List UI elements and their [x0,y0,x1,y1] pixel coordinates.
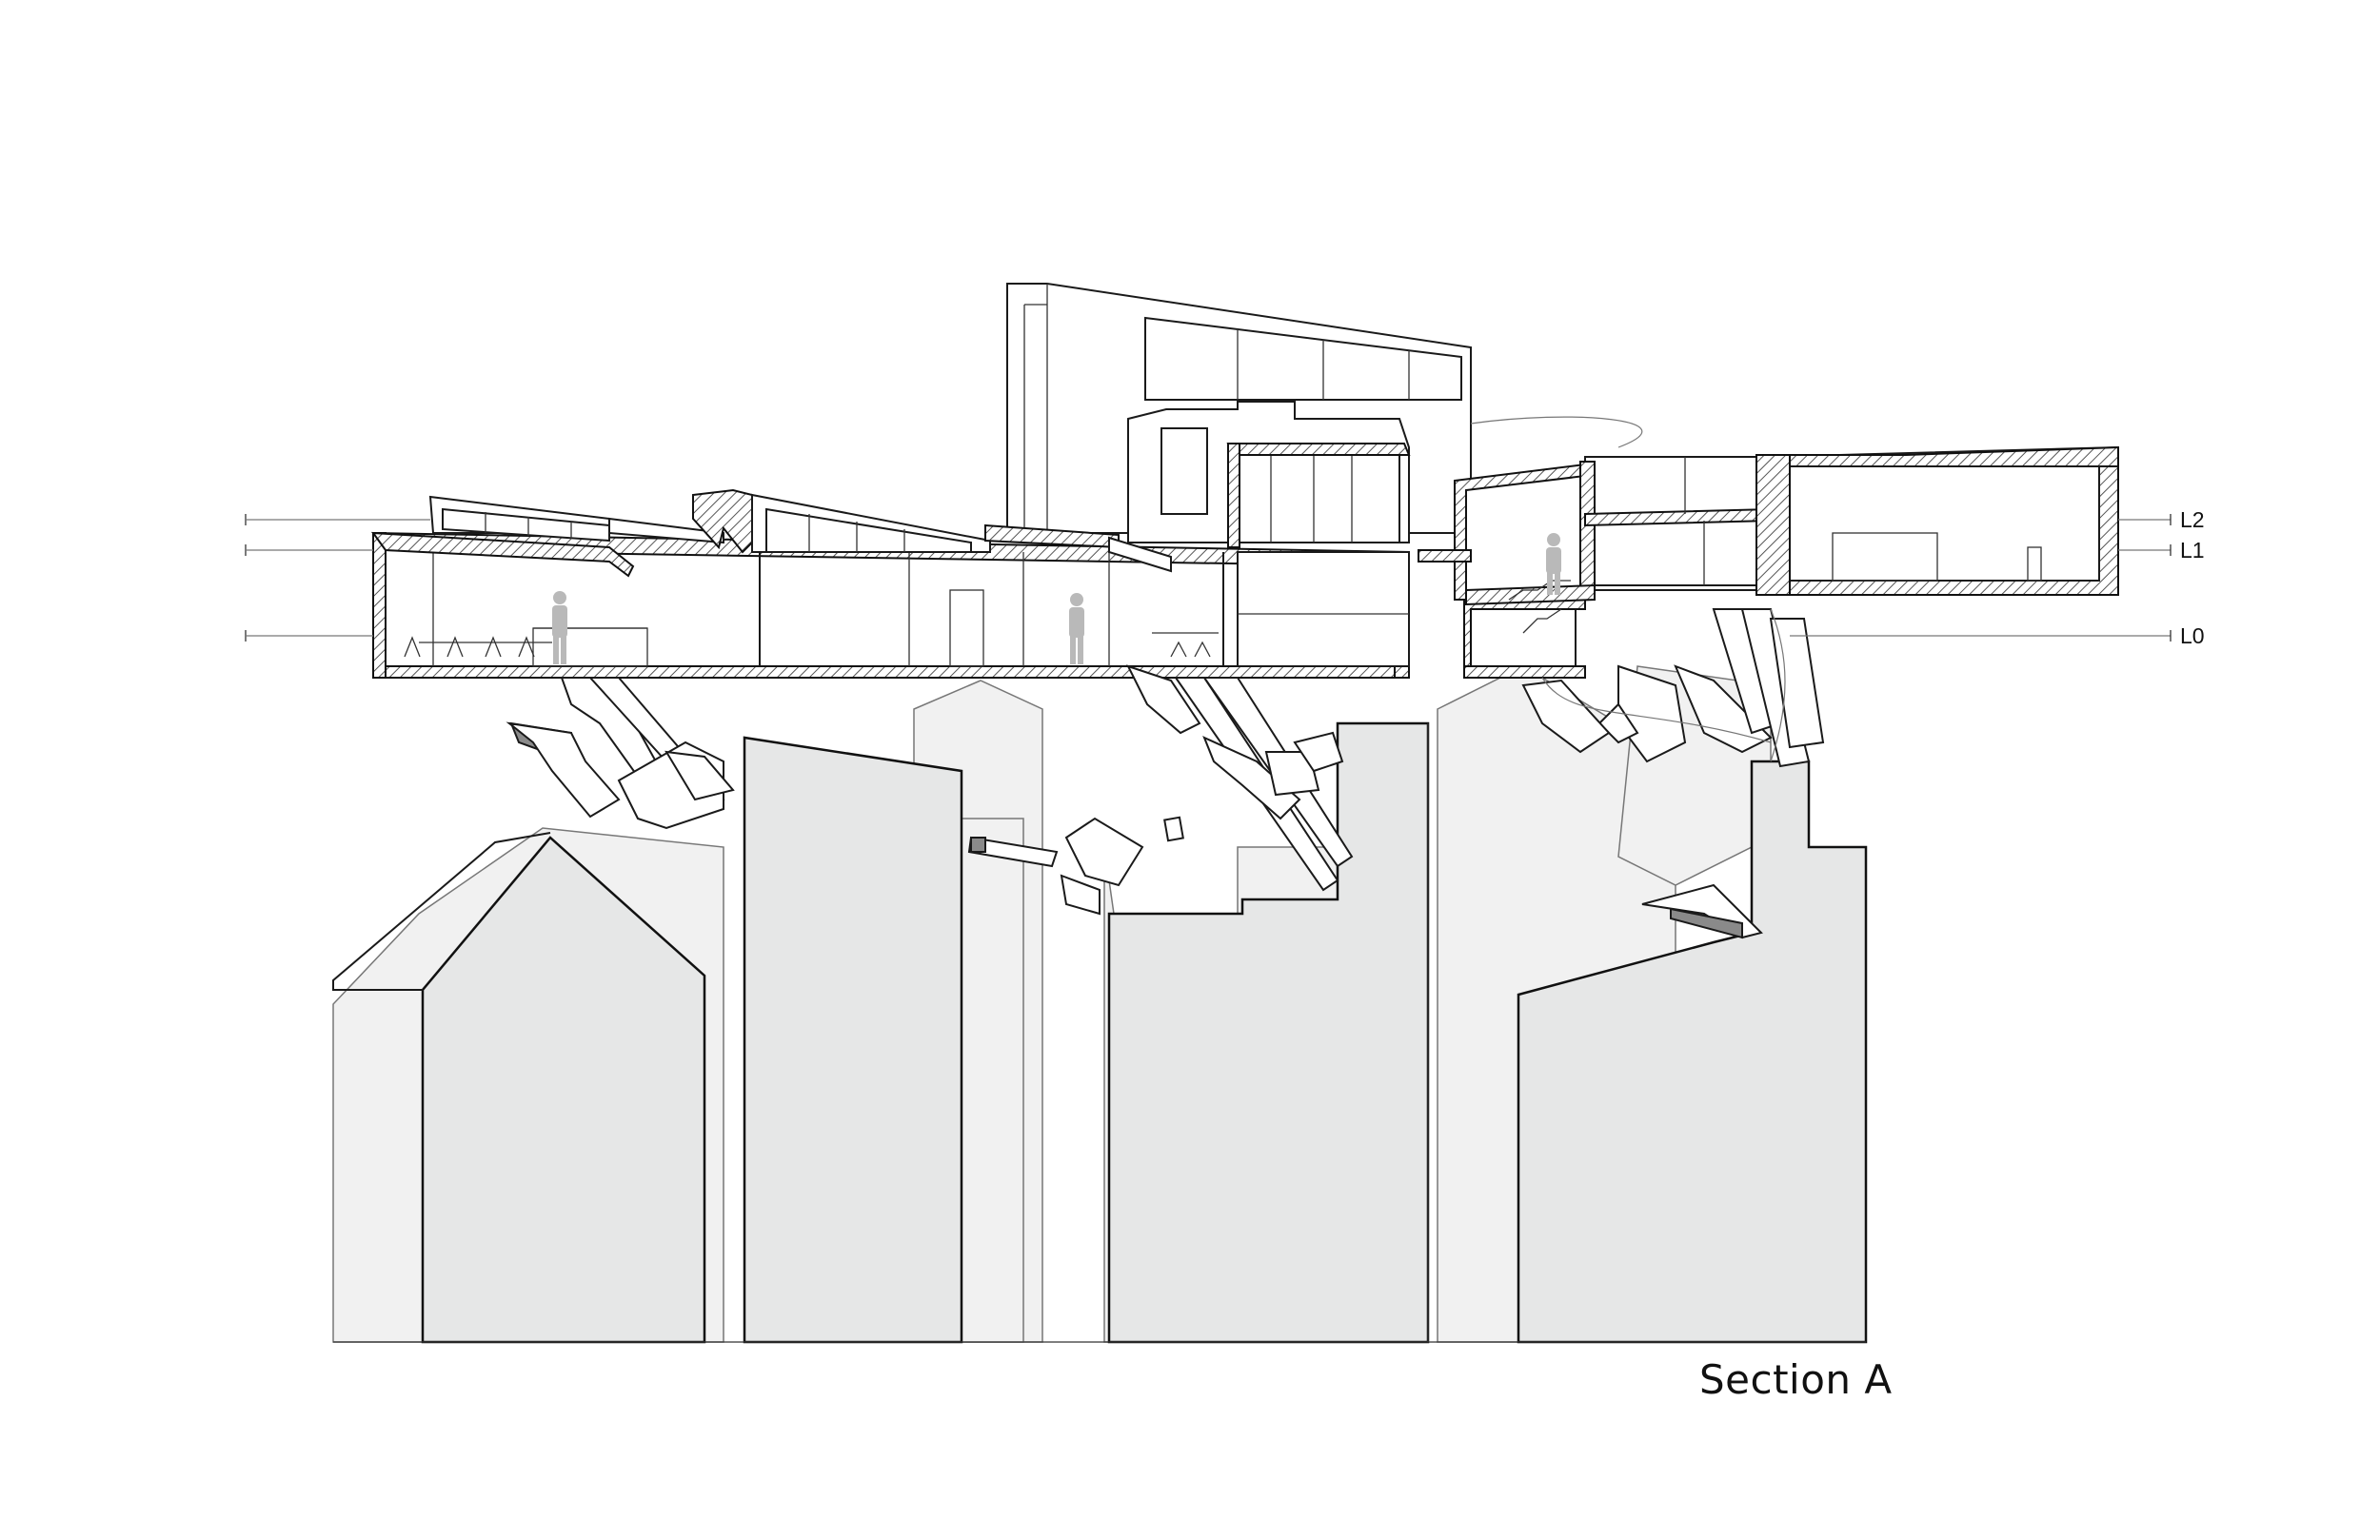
person-figure [552,591,567,664]
level-marker-l0: L0 [245,623,2205,648]
block-stepped-middle [1107,721,1430,1344]
level-markers: L2 L1 L0 [245,507,2205,648]
level-label-l2: L2 [2180,507,2205,532]
block-tall-left [743,736,963,1344]
person-figure [1069,593,1084,664]
level-label-l1: L1 [2180,538,2205,563]
right-wing [1418,445,2119,679]
upper-pavilion [1127,401,1411,548]
fragments [506,608,1825,939]
left-roof [370,488,1172,578]
ground-section [332,721,1868,1344]
person-figure [1546,533,1561,595]
level-marker-l1: L1 [245,538,2205,563]
drawing-caption: Section A [1699,1356,1893,1403]
level-label-l0: L0 [2180,623,2205,648]
human-figures [552,533,1561,664]
level-marker-l2: L2 [245,507,2205,532]
